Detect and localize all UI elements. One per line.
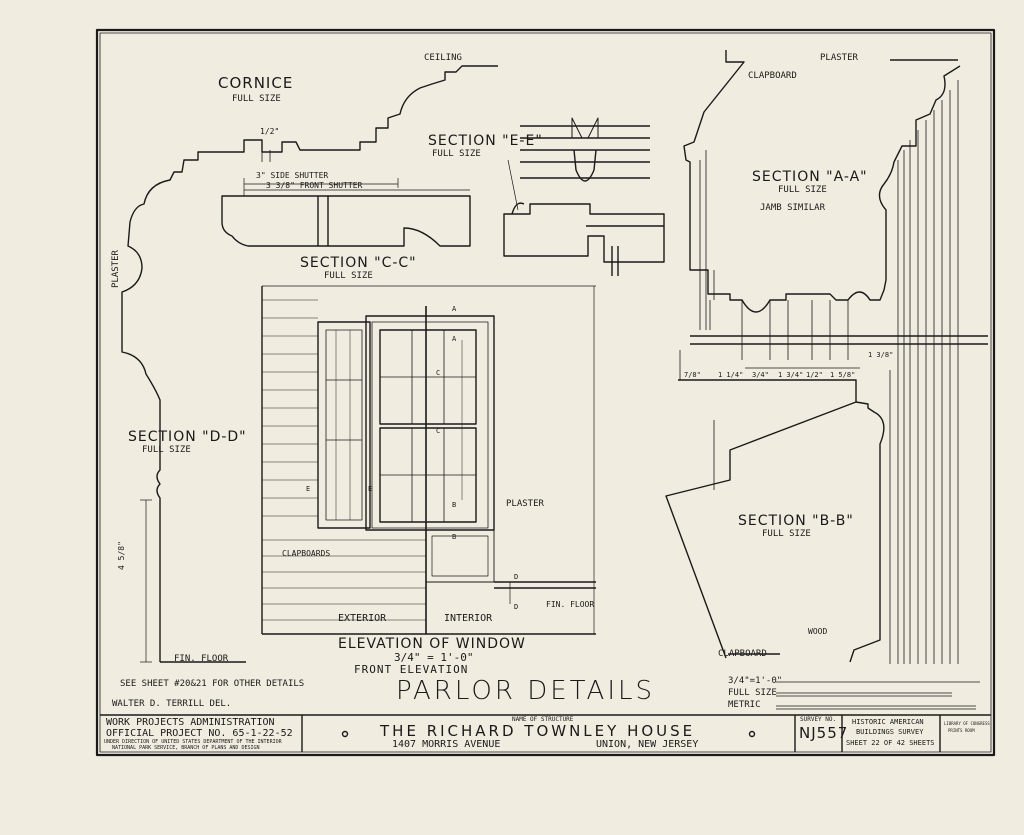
bb-wood: WOOD [808,627,828,636]
bb-clapboard: CLAPBOARD [718,649,767,659]
cornice-scale: FULL SIZE [232,94,281,104]
elev-mark-a2: A [452,335,457,343]
tb-structure-name: THE RICHARD TOWNLEY HOUSE [380,722,696,740]
sheet-ref-note: SEE SHEET #20&21 FOR OTHER DETAILS [120,679,305,689]
dd-title: SECTION "D-D" [128,429,247,445]
bb-dim-6: 1 5/8" [830,371,856,379]
scale-label-3: METRIC [728,700,761,710]
page-title: PARLOR DETAILS [396,676,655,706]
inner-border [99,32,992,753]
elev-mark-b2: B [452,533,457,541]
cornice-ceiling-label: CEILING [424,53,462,63]
tb-habs-1: HISTORIC AMERICAN [852,718,924,726]
scale-label-1: 3/4"=1'-0" [728,676,783,686]
elev-plaster: PLASTER [506,499,544,509]
aa-title: SECTION "A-A" [752,169,868,185]
tb-city: UNION, NEW JERSEY [596,739,699,750]
elev-clapboards: CLAPBOARDS [282,549,331,558]
elev-interior: INTERIOR [444,613,493,624]
elev-mark-e1: E [306,485,311,493]
tb-address: 1407 MORRIS AVENUE [392,739,501,750]
title-block-bullet-left [341,730,349,738]
aa-scale: FULL SIZE [778,185,827,195]
tb-library-1: LIBRARY OF CONGRESS [944,721,990,726]
bb-dim-5: 1/2" [806,371,823,379]
elev-mark-d2: D [514,603,519,611]
elev-title: ELEVATION OF WINDOW [338,636,526,652]
elev-mark-b1: B [452,501,457,509]
outer-border [95,28,996,757]
scale-label-2: FULL SIZE [728,688,777,698]
bb-scale: FULL SIZE [762,529,811,539]
tb-agency-1: WORK PROJECTS ADMINISTRATION [106,717,275,728]
tb-habs-2: BUILDINGS SURVEY [856,728,924,736]
aa-clapboard: CLAPBOARD [748,71,797,81]
dd-plaster: PLASTER [111,250,121,288]
aa-note: JAMB SIMILAR [760,203,826,213]
section-cc-profile [221,195,471,247]
tb-agency-3: UNDER DIRECTION OF UNITED STATES DEPARTM… [104,739,282,745]
tb-agency-2: OFFICIAL PROJECT NO. 65-1-22-52 [106,728,293,739]
tb-library-2: PRINTS ROOM [948,728,975,733]
section-aa-bb [665,50,988,664]
bb-title: SECTION "B-B" [738,513,854,529]
dd-scale: FULL SIZE [142,445,191,455]
cornice-profile [121,65,498,662]
cc-side-shutter: 3" SIDE SHUTTER [256,171,329,180]
elev-fin-floor: FIN. FLOOR [546,600,595,609]
bb-dim-2: 1 1/4" [718,371,744,379]
elev-scale: 3/4" = 1'-0" [394,651,474,664]
elev-subtitle: FRONT ELEVATION [354,663,469,676]
elevation-window [261,285,596,635]
cornice-dim: 1/2" [260,127,280,136]
elev-mark-c1: C [436,369,441,377]
cc-scale: FULL SIZE [324,271,373,281]
delineator: WALTER D. TERRILL DEL. [112,699,232,709]
cc-front-shutter: 3 3/8" FRONT SHUTTER [266,181,363,190]
dd-dim: 4 5/8" [117,541,126,570]
aa-plaster: PLASTER [820,53,858,63]
elev-mark-a1: A [452,305,457,313]
bb-dim-3: 3/4" [752,371,769,379]
elev-mark-c2: C [436,427,441,435]
section-ee-profile [503,117,665,276]
bb-dim-1: 7/8" [684,371,701,379]
bb-dim-4: 1 3/4" [778,371,804,379]
tb-sheet: SHEET 22 OF 42 SHEETS [846,739,935,747]
tb-agency-4: NATIONAL PARK SERVICE, BRANCH OF PLANS A… [112,745,260,751]
elev-mark-e2: E [368,485,373,493]
cc-title: SECTION "C-C" [300,255,417,271]
elev-exterior: EXTERIOR [338,613,387,624]
title-block-bullet-right [748,730,756,738]
tb-survey-caption: SURVEY NO. [800,716,837,723]
dd-fin-floor: FIN. FLOOR [174,654,229,664]
tb-structure-caption: NAME OF STRUCTURE [512,716,574,723]
ee-title: SECTION "E-E" [428,133,543,149]
cornice-title: CORNICE [218,74,294,92]
tb-survey-no: NJ557 [799,724,849,742]
elev-mark-d1: D [514,573,519,581]
bb-dim-7: 1 3/8" [868,351,894,359]
ee-scale: FULL SIZE [432,149,481,159]
scale-bar-lines [776,681,980,710]
